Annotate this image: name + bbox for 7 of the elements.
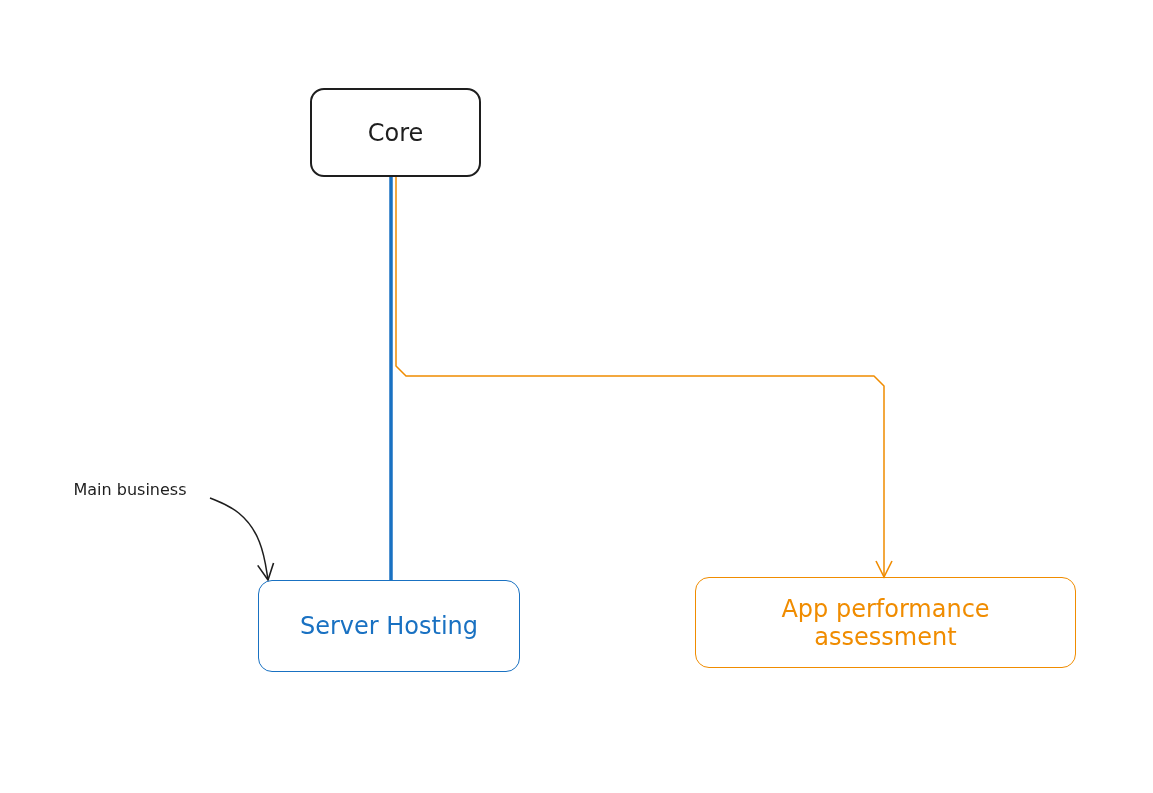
process-box [258, 580, 520, 672]
annotation-text: Main business [73, 479, 187, 499]
process-box [310, 88, 481, 177]
node-label: Core [367, 118, 424, 147]
node-label: Server Hosting [299, 612, 479, 640]
node-label: App performance assessment [780, 594, 991, 651]
process-box [695, 577, 1076, 668]
